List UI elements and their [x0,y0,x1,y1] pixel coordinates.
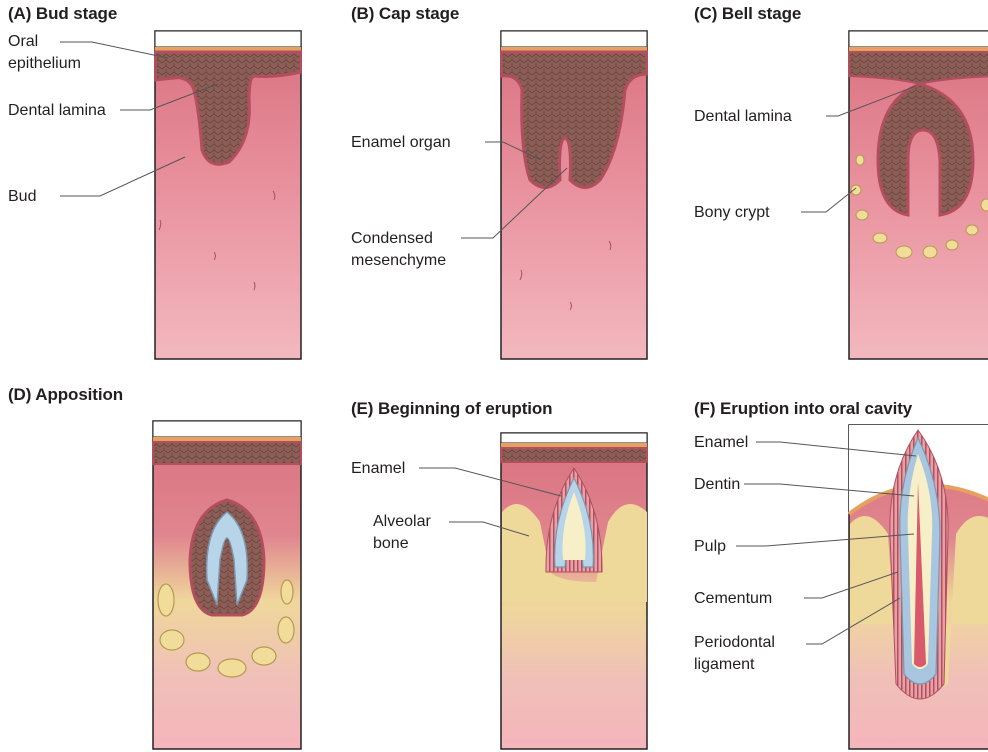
panel-title: (A) Bud stage [8,4,117,24]
label-bony-crypt: Bony crypt [694,202,770,223]
label-enamel: Enamel [351,458,405,479]
tissue-section-illustration [500,30,648,360]
panel-title: (C) Bell stage [694,4,801,24]
tissue-section-illustration [848,30,988,360]
label-periodontal-ligament: Periodontal ligament [694,632,814,676]
tissue-section-illustration [500,432,648,750]
tissue-section-illustration [848,424,988,750]
label-cementum: Cementum [694,588,772,609]
label-dental-lamina: Dental lamina [694,106,792,127]
tissue-section-illustration [154,30,302,360]
panel-beginning-of-eruption: (E) Beginning of eruption Enamel Alveola… [343,376,673,752]
panel-title: (E) Beginning of eruption [351,399,552,419]
panel-title: (B) Cap stage [351,4,459,24]
label-pulp: Pulp [694,536,726,557]
label-dentin: Dentin [694,474,740,495]
label-enamel-organ: Enamel organ [351,132,451,153]
label-enamel: Enamel [694,432,748,453]
label-bud: Bud [8,186,36,207]
label-alveolar-bone: Alveolar bone [373,511,453,555]
panel-bell-stage: (C) Bell stage Dental lamina Bony crypt [686,0,988,376]
tissue-section-illustration [152,420,302,750]
panel-apposition: (D) Apposition [0,376,330,752]
panel-title: (F) Eruption into oral cavity [694,399,912,419]
label-condensed-mesenchyme: Condensed mesenchyme [351,228,461,272]
panel-title: (D) Apposition [8,385,123,405]
panel-eruption-into-oral-cavity: (F) Eruption into oral cavity Enamel Den… [686,376,988,752]
label-dental-lamina: Dental lamina [8,100,106,121]
label-oral-epithelium: Oral epithelium [8,31,78,75]
panel-cap-stage: (B) Cap stage Enamel organ Condensed mes… [343,0,673,376]
panel-bud-stage: (A) Bud stage Oral epithelium Dental lam… [0,0,330,376]
